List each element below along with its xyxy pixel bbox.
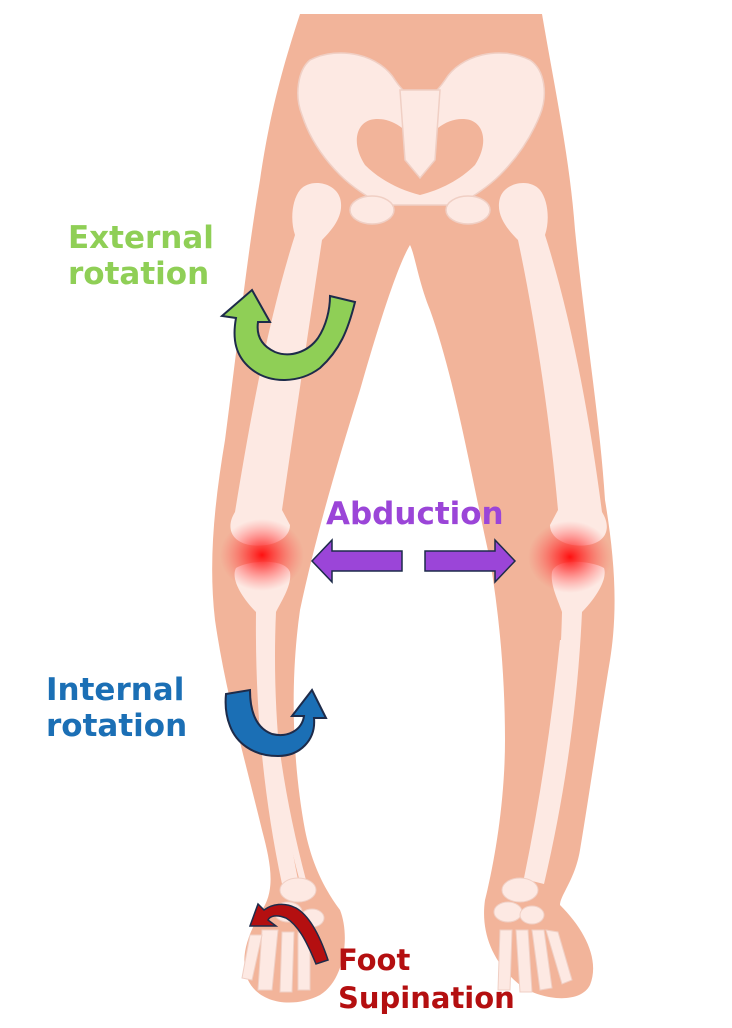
pelvis [297,52,546,225]
external-rotation-label: External rotation [68,220,214,292]
left-knee-glow [220,519,304,591]
external-rotation-arrow-icon [219,288,357,381]
external-rotation-line1: External [68,220,214,256]
foot-supination-arrow-icon [248,902,329,965]
internal-rotation-line2: rotation [46,708,188,744]
lower-leg-bones [234,561,605,884]
foot-supination-line1: Foot [338,943,411,977]
internal-rotation-label: Internal rotation [46,672,187,744]
foot-supination-line2: Supination [338,981,515,1015]
abduction-text: Abduction [326,496,504,532]
internal-rotation-line1: Internal [46,672,185,708]
abduction-right-arrow-icon [424,538,517,584]
internal-rotation-arrow-icon [224,688,328,758]
right-knee-glow [528,521,612,593]
abduction-left-arrow-icon [310,538,403,584]
abduction-label: Abduction [326,496,504,532]
external-rotation-line2: rotation [68,256,210,292]
foot-supination-label: Foot Supination [338,941,515,1017]
